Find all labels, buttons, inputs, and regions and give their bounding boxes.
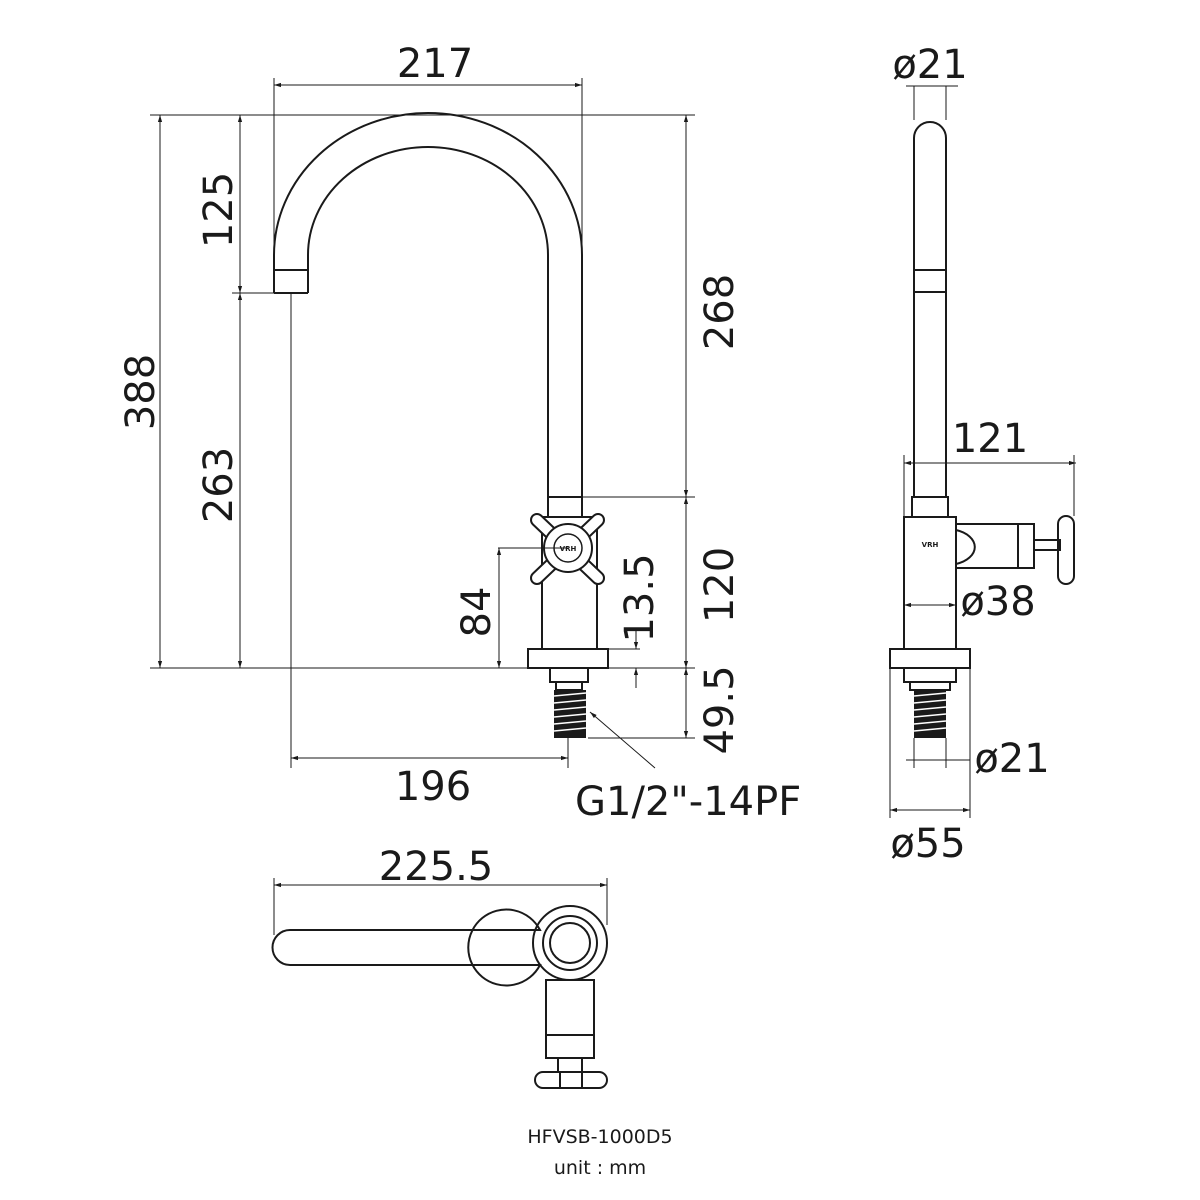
side-valve-body: VRH xyxy=(889,515,1075,738)
cross-handle: VRH xyxy=(530,513,605,585)
front-view: VRH xyxy=(118,41,801,825)
spout xyxy=(273,112,583,497)
unit-label: unit : mm xyxy=(554,1157,646,1179)
side-spout xyxy=(911,121,949,518)
dim-84: 84 xyxy=(454,587,500,638)
valve-body xyxy=(527,496,609,738)
handle-logo: VRH xyxy=(560,545,577,553)
dim-dia-21-bottom: ø21 xyxy=(974,736,1049,782)
dim-120: 120 xyxy=(697,547,743,623)
top-view: 225.5 xyxy=(271,844,608,1089)
dim-dia-38: ø38 xyxy=(960,579,1035,625)
dim-225-5: 225.5 xyxy=(379,844,494,890)
dim-196: 196 xyxy=(395,764,471,810)
dim-125: 125 xyxy=(196,172,242,248)
side-dimension-lines xyxy=(889,85,1076,818)
dim-388: 388 xyxy=(118,354,164,430)
front-dimension-lines xyxy=(157,82,689,769)
side-view: VRH xyxy=(889,42,1076,867)
dim-49-5: 49.5 xyxy=(697,665,743,754)
dim-263: 263 xyxy=(196,447,242,523)
model-number: HFVSB-1000D5 xyxy=(527,1126,672,1148)
dim-268: 268 xyxy=(697,274,743,350)
dim-13-5: 13.5 xyxy=(617,553,663,642)
thread-label: G1/2"-14PF xyxy=(575,779,801,825)
front-extension-lines xyxy=(150,78,695,768)
dim-121: 121 xyxy=(952,416,1028,462)
dim-217: 217 xyxy=(397,41,473,87)
dim-dia-21-top: ø21 xyxy=(892,42,967,88)
dim-dia-55: ø55 xyxy=(890,821,965,867)
side-logo: VRH xyxy=(922,541,939,549)
